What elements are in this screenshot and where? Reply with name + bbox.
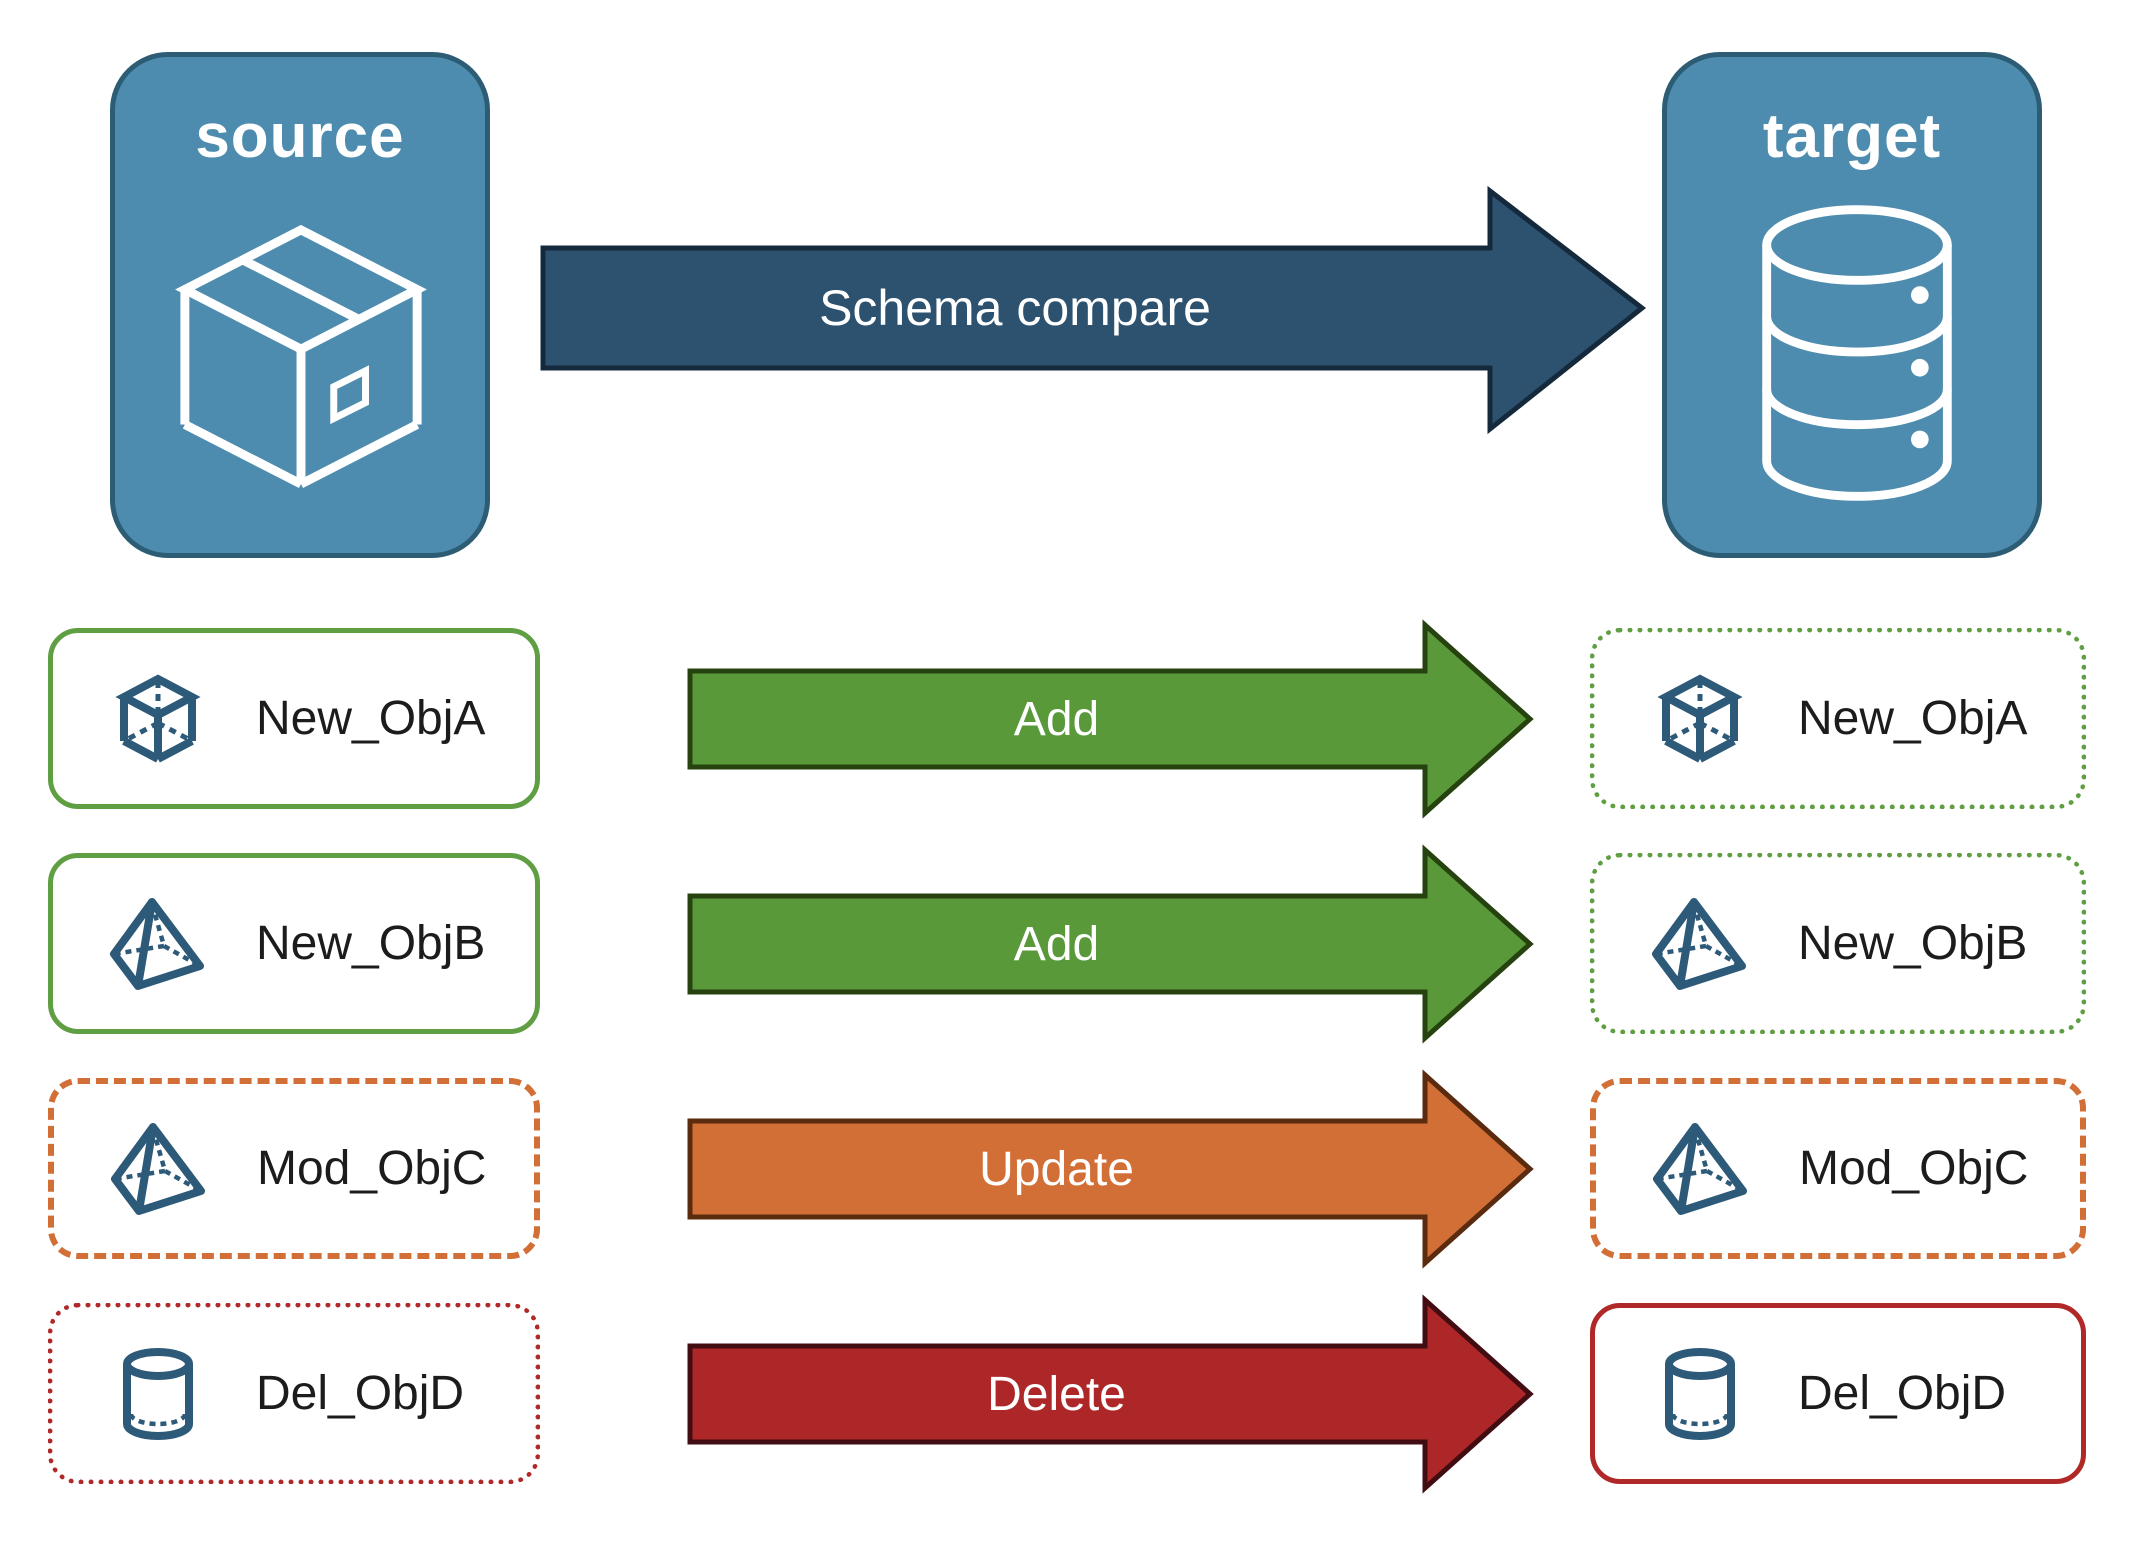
add-arrow-label: Add <box>1013 917 1100 971</box>
add-arrow-row1: Add <box>687 619 1534 819</box>
schema-compare-arrow-label: Schema compare <box>819 280 1211 336</box>
delete-arrow-label: Delete <box>987 1367 1126 1421</box>
source-node: source <box>110 52 490 558</box>
pyramid-icon <box>109 1119 209 1219</box>
arrow-shape <box>687 844 1534 1044</box>
pyramid-icon <box>1650 894 1750 994</box>
object-label: Del_ObjD <box>256 1367 465 1420</box>
target-node-label: target <box>1762 102 1942 171</box>
target-object-del-objd: Del_ObjD <box>1590 1303 2086 1484</box>
update-arrow: Update <box>687 1069 1534 1269</box>
source-object-new-obja: New_ObjA <box>48 628 540 809</box>
arrow-shape <box>540 185 1647 435</box>
arrow-shape <box>687 1294 1534 1494</box>
object-label: Mod_ObjC <box>1799 1142 2029 1195</box>
cylinder-icon <box>1650 1344 1750 1444</box>
pyramid-icon <box>108 894 208 994</box>
update-arrow-label: Update <box>979 1142 1134 1196</box>
package-icon <box>167 207 435 507</box>
source-object-new-objb: New_ObjB <box>48 853 540 1034</box>
delete-arrow: Delete <box>687 1294 1534 1494</box>
arrow-shape <box>687 1069 1534 1269</box>
target-node: target <box>1662 52 2042 558</box>
object-label: New_ObjA <box>1798 692 2028 745</box>
cylinder-icon <box>108 1344 208 1444</box>
source-object-del-objd: Del_ObjD <box>48 1303 540 1484</box>
source-object-mod-objc: Mod_ObjC <box>48 1078 540 1259</box>
cube-icon <box>108 669 208 769</box>
add-arrow-row2: Add <box>687 844 1534 1044</box>
object-label: New_ObjB <box>256 917 486 970</box>
source-node-label: source <box>195 102 405 171</box>
add-arrow-label: Add <box>1013 692 1100 746</box>
cube-icon <box>1650 669 1750 769</box>
database-icon <box>1749 195 1965 511</box>
target-object-mod-objc: Mod_ObjC <box>1590 1078 2086 1259</box>
target-object-new-obja: New_ObjA <box>1590 628 2086 809</box>
object-label: Del_ObjD <box>1798 1367 2007 1420</box>
object-label: New_ObjA <box>256 692 486 745</box>
object-label: New_ObjB <box>1798 917 2028 970</box>
object-label: Mod_ObjC <box>257 1142 487 1195</box>
target-object-new-objb: New_ObjB <box>1590 853 2086 1034</box>
arrow-shape <box>687 619 1534 819</box>
pyramid-icon <box>1651 1119 1751 1219</box>
schema-compare-arrow: Schema compare <box>540 185 1647 435</box>
